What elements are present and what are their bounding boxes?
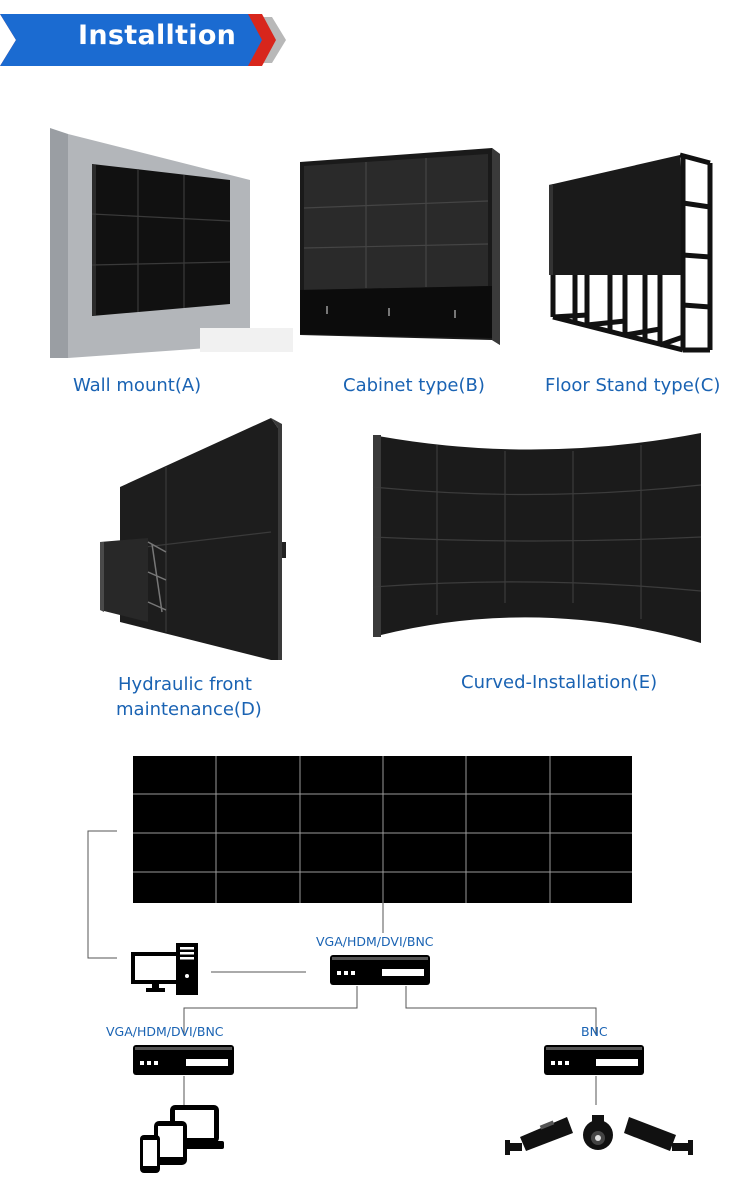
tablet-laptop-phone-icon xyxy=(140,1105,224,1173)
hydraulic-label-line2: maintenance(D) xyxy=(116,699,262,720)
video-wall-grid xyxy=(133,756,632,903)
cabinet-type-label: Cabinet type(B) xyxy=(343,375,485,396)
computer-icon xyxy=(131,943,198,995)
header-banner xyxy=(0,14,286,66)
curved-installation-image xyxy=(372,433,702,643)
left-controller-label: VGA/HDM/DVI/BNC xyxy=(106,1024,224,1039)
main-controller-label: VGA/HDM/DVI/BNC xyxy=(316,934,434,949)
wall-mount-label: Wall mount(A) xyxy=(73,375,202,396)
floor-stand-label: Floor Stand type(C) xyxy=(545,375,721,396)
wall-mount-image xyxy=(50,128,293,358)
security-camera-icon xyxy=(505,1115,693,1155)
hydraulic-front-image xyxy=(100,418,286,660)
right-controller-label: BNC xyxy=(581,1024,608,1039)
curved-installation-label: Curved-Installation(E) xyxy=(461,672,658,693)
page-title: Installtion xyxy=(78,20,237,51)
connection-diagram xyxy=(87,756,693,1173)
left-controller-icon xyxy=(133,1045,234,1075)
hydraulic-label-line1: Hydraulic front xyxy=(118,674,252,695)
cabinet-type-image xyxy=(300,148,500,345)
right-controller-icon xyxy=(544,1045,644,1075)
main-controller-icon xyxy=(330,955,430,985)
floor-stand-image xyxy=(549,152,713,353)
